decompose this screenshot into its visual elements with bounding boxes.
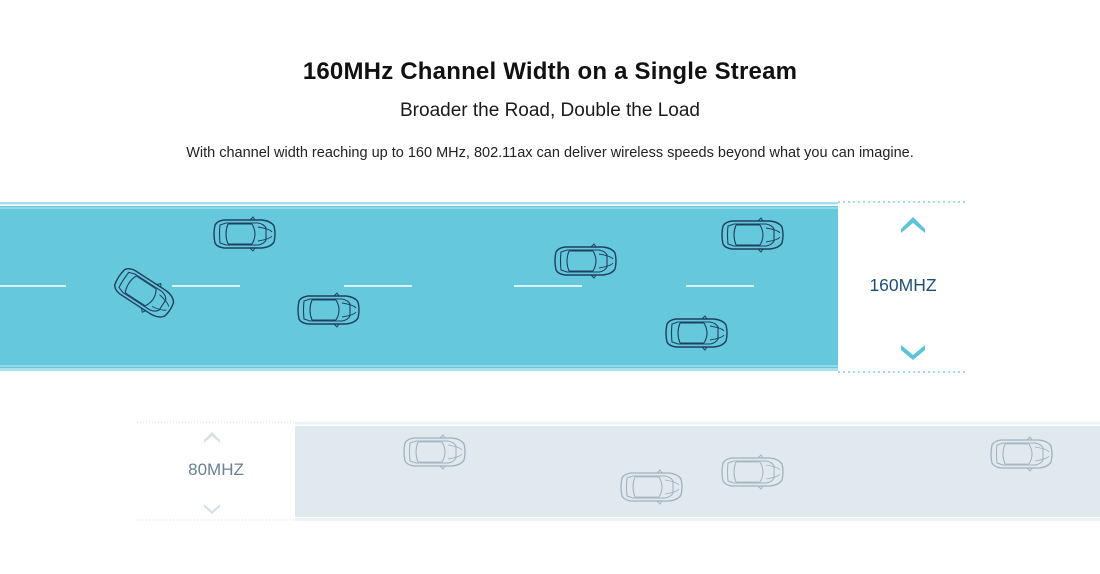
- road-80-edge-bottom: [295, 518, 1100, 521]
- page-title: 160MHz Channel Width on a Single Stream: [302, 58, 798, 85]
- chevron-up-icon: [204, 432, 220, 443]
- channel-width-label-160: 160MHZ: [869, 275, 937, 295]
- road-160-edge-top: [0, 202, 838, 205]
- road-80mhz: [137, 421, 1100, 521]
- page-subtitle: Broader the Road, Double the Load: [400, 100, 700, 121]
- chevron-down-icon: [901, 345, 925, 360]
- chevron-down-icon: [204, 504, 220, 514]
- page-description: With channel width reaching up to 160 MH…: [186, 145, 914, 161]
- road-160-edge-bottom: [0, 368, 838, 371]
- road-80-edge-top: [295, 422, 1100, 425]
- channel-width-label-80: 80MHZ: [188, 460, 244, 479]
- road-160mhz: [0, 201, 968, 373]
- chevron-up-icon: [901, 217, 925, 233]
- road-160-surface: [0, 206, 838, 368]
- road-80-surface: [295, 426, 1100, 517]
